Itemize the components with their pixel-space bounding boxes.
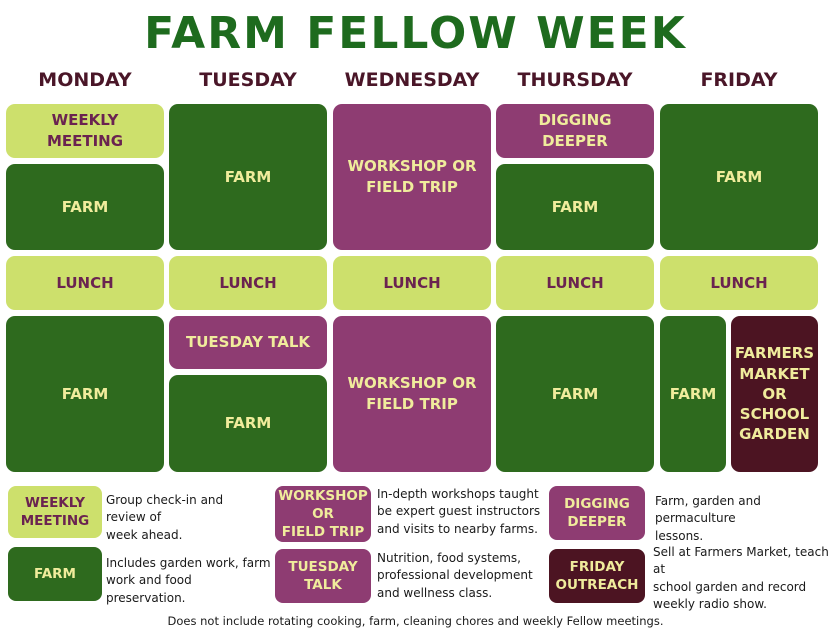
day-header-monday: MONDAY [38,69,132,91]
monday-lunch: LUNCH [6,256,164,310]
legend-farm-desc: Includes garden work, farm work and food… [106,556,271,605]
monday-farm-morning: FARM [6,164,164,250]
wednesday-lunch: LUNCH [333,256,491,310]
day-header-friday: FRIDAY [700,69,778,91]
legend-farm-swatch: FARM [8,547,102,601]
day-header-wednesday: WEDNESDAY [344,69,480,91]
legend-digging-deeper-swatch: DIGGING DEEPER [549,486,645,540]
legend-tuesday-talk-swatch: TUESDAY TALK [275,549,371,603]
legend-friday-outreach-desc: Sell at Farmers Market, teach at school … [653,545,829,612]
thursday-lunch: LUNCH [496,256,654,310]
legend-friday-outreach-swatch: FRIDAY OUTREACH [549,549,645,603]
legend-weekly-meeting-swatch: WEEKLY MEETING [8,486,102,538]
tuesday-lunch: LUNCH [169,256,327,310]
tuesday-farm-morning: FARM [169,104,327,250]
legend-workshop-swatch: WORKSHOP OR FIELD TRIP [275,486,371,542]
thursday-farm-morning: FARM [496,164,654,250]
thursday-farm-afternoon: FARM [496,316,654,472]
day-header-tuesday: TUESDAY [199,69,297,91]
friday-lunch: LUNCH [660,256,818,310]
wednesday-workshop-afternoon: WORKSHOP OR FIELD TRIP [333,316,491,472]
wednesday-workshop-morning: WORKSHOP OR FIELD TRIP [333,104,491,250]
friday-outreach: FARMERS MARKET OR SCHOOL GARDEN [731,316,818,472]
page-title: FARM FELLOW WEEK [144,8,687,59]
legend-digging-deeper-desc: Farm, garden and permaculture lessons. [655,494,761,543]
monday-farm-afternoon: FARM [6,316,164,472]
legend-workshop-desc: In-depth workshops taught be expert gues… [377,487,541,536]
monday-weekly-meeting: WEEKLY MEETING [6,104,164,158]
footnote: Does not include rotating cooking, farm,… [167,614,664,628]
legend-weekly-meeting-desc: Group check-in and review of week ahead. [106,493,224,542]
tuesday-talk: TUESDAY TALK [169,316,327,369]
thursday-digging-deeper: DIGGING DEEPER [496,104,654,158]
friday-farm-morning: FARM [660,104,818,250]
day-header-thursday: THURSDAY [517,69,633,91]
legend-tuesday-talk-desc: Nutrition, food systems, professional de… [377,551,533,600]
friday-farm-afternoon: FARM [660,316,726,472]
tuesday-farm-afternoon: FARM [169,375,327,472]
